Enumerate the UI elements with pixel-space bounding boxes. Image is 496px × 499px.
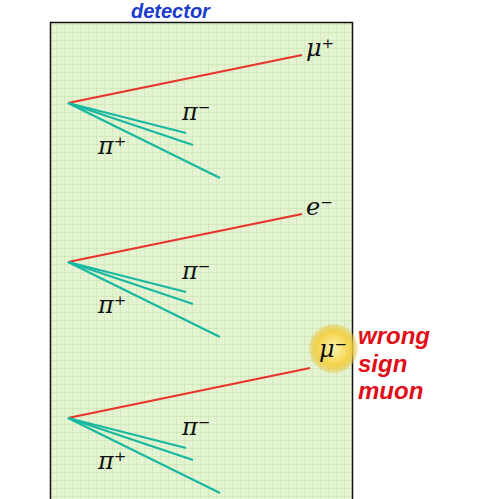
particle-label: μ⁺ — [304, 36, 336, 60]
particle-label: π⁺ — [96, 449, 128, 473]
particle-label: π⁻ — [180, 100, 212, 124]
detector-panel — [51, 23, 353, 499]
particle-label: π⁺ — [96, 134, 128, 158]
highlight-circle: μ⁻ — [308, 323, 359, 374]
diagram-title: detector — [131, 1, 210, 21]
particle-label: π⁺ — [96, 293, 128, 317]
particle-label: μ⁻ — [317, 337, 349, 361]
glow-fill — [309, 324, 358, 373]
event-tracks — [68, 55, 310, 493]
particle-label: e⁻ — [304, 195, 335, 219]
callout-text: wrong sign muon — [358, 322, 458, 405]
particle-label: π⁻ — [180, 259, 212, 283]
particle-label: π⁻ — [180, 415, 212, 439]
